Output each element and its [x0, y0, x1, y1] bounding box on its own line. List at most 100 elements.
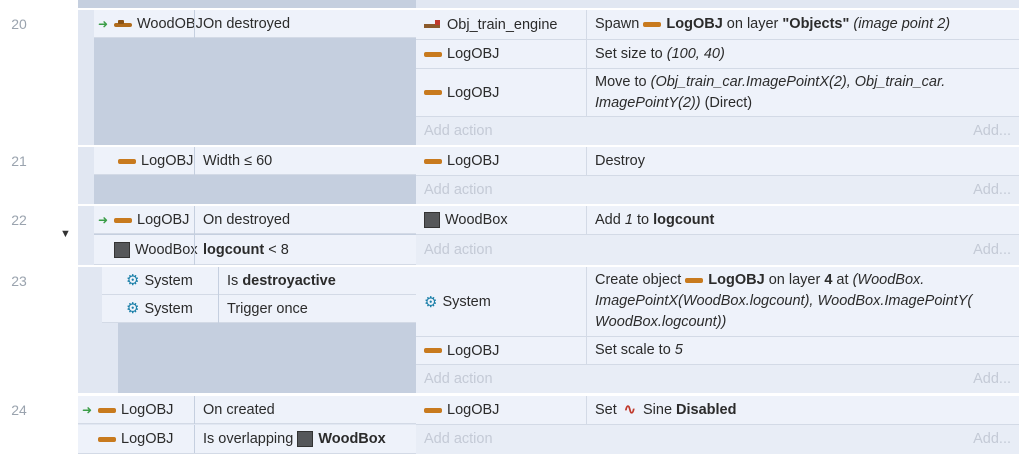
- condition-object[interactable]: LogOBJ: [98, 425, 173, 453]
- condition-object[interactable]: ⚙System: [126, 295, 193, 323]
- add-more-link[interactable]: Add...: [973, 123, 1011, 139]
- condition-text[interactable]: Trigger once: [218, 295, 416, 323]
- text-fragment: Is overlapping: [203, 431, 298, 447]
- action-row[interactable]: WoodBox Add 1 to logcount: [416, 206, 1019, 235]
- condition-row[interactable]: LogOBJ Is overlapping WoodBox: [78, 425, 416, 454]
- trigger-arrow-icon: ➜: [98, 17, 109, 31]
- condition-row[interactable]: WoodBox logcount < 8: [94, 235, 416, 265]
- text-fragment: Move to: [595, 73, 651, 90]
- text-fragment: destroyactive: [242, 273, 336, 289]
- add-action-link[interactable]: Add action: [424, 182, 493, 198]
- sine-icon: ∿: [623, 401, 636, 418]
- log-icon: [98, 436, 116, 442]
- add-action-row[interactable]: Add action Add...: [416, 425, 1019, 454]
- action-text[interactable]: Set size to (100, 40): [586, 40, 1019, 68]
- action-row[interactable]: LogOBJ Move to (Obj_train_car.ImagePoint…: [416, 69, 1019, 117]
- event-22[interactable]: 22 ▼ ➜LogOBJ On destroyed WoodBox logcou…: [0, 206, 1019, 265]
- action-object[interactable]: LogOBJ: [416, 396, 586, 424]
- event-20[interactable]: 20 ➜WoodOBJ On destroyed Obj_train_engin…: [0, 10, 1019, 145]
- condition-text[interactable]: On destroyed: [194, 206, 416, 234]
- condition-block[interactable]: ➜LogOBJ On destroyed WoodBox logcount < …: [94, 206, 416, 265]
- condition-text[interactable]: Width ≤ 60: [194, 147, 416, 175]
- action-block: Obj_train_engine Spawn LogOBJ on layer "…: [416, 10, 1019, 145]
- woodbox-icon: [114, 242, 130, 259]
- event-24[interactable]: 24 ➜LogOBJ On created LogOBJ Is overlapp…: [0, 396, 1019, 454]
- action-object[interactable]: LogOBJ: [416, 40, 586, 68]
- add-action-row[interactable]: Add action Add...: [416, 235, 1019, 265]
- log-icon: [424, 158, 442, 164]
- add-more-link[interactable]: Add...: [973, 431, 1011, 447]
- text-fragment: 5: [674, 342, 683, 358]
- gear-icon: ⚙: [126, 300, 140, 317]
- condition-object[interactable]: ⚙System: [126, 267, 193, 295]
- condition-row[interactable]: ⚙System Trigger once: [102, 295, 416, 323]
- action-row[interactable]: Obj_train_engine Spawn LogOBJ on layer "…: [416, 10, 1019, 40]
- condition-object[interactable]: ➜LogOBJ: [94, 206, 189, 234]
- action-object[interactable]: WoodBox: [416, 206, 586, 234]
- condition-block[interactable]: ➜LogOBJ On created LogOBJ Is overlapping…: [78, 396, 416, 454]
- condition-row[interactable]: ➜LogOBJ On destroyed: [94, 206, 416, 234]
- action-text[interactable]: Set ∿ Sine Disabled: [586, 396, 1019, 424]
- condition-row[interactable]: LogOBJ Width ≤ 60: [94, 147, 416, 175]
- text-fragment: (Direct): [700, 94, 753, 111]
- condition-object[interactable]: WoodBox: [114, 235, 198, 263]
- action-text[interactable]: Create object LogOBJ on layer 4 at (Wood…: [586, 267, 1019, 336]
- text-fragment: Destroy: [595, 152, 645, 169]
- condition-text[interactable]: Is overlapping WoodBox: [194, 425, 416, 453]
- action-text[interactable]: Spawn LogOBJ on layer "Objects" (image p…: [586, 10, 1019, 39]
- add-action-row[interactable]: Add action Add...: [416, 176, 1019, 204]
- action-text[interactable]: Move to (Obj_train_car.ImagePointX(2), O…: [586, 69, 1019, 116]
- condition-text[interactable]: On created: [194, 396, 416, 424]
- condition-text[interactable]: logcount < 8: [194, 235, 416, 265]
- add-action-row[interactable]: Add action Add...: [416, 365, 1019, 393]
- condition-object[interactable]: LogOBJ: [118, 147, 193, 175]
- text-fragment: Spawn: [595, 16, 644, 32]
- collapse-chevron-icon[interactable]: ▼: [60, 228, 71, 240]
- condition-object[interactable]: ➜WoodOBJ: [94, 10, 203, 38]
- action-object[interactable]: LogOBJ: [416, 69, 586, 116]
- action-block: LogOBJ Destroy Add action Add...: [416, 147, 1019, 204]
- action-row[interactable]: LogOBJ Set scale to 5: [416, 337, 1019, 365]
- gear-icon: ⚙: [424, 293, 438, 311]
- event-23[interactable]: 23 ⚙System Is destroyactive ⚙System Trig…: [0, 267, 1019, 393]
- action-text[interactable]: Add 1 to logcount: [586, 206, 1019, 234]
- text-fragment: Add: [595, 211, 625, 228]
- log-icon: [118, 158, 136, 164]
- condition-row[interactable]: ➜LogOBJ On created: [78, 396, 416, 424]
- condition-row[interactable]: ⚙System Is destroyactive: [102, 267, 416, 295]
- condition-object[interactable]: ➜LogOBJ: [78, 396, 173, 424]
- condition-row[interactable]: ➜WoodOBJ On destroyed: [94, 10, 416, 38]
- event-number: 21: [11, 153, 27, 169]
- condition-text[interactable]: Is destroyactive: [218, 267, 416, 295]
- action-text[interactable]: Destroy: [586, 147, 1019, 175]
- event-21[interactable]: 21 LogOBJ Width ≤ 60 LogOBJ Destroy Add …: [0, 147, 1019, 204]
- action-object[interactable]: LogOBJ: [416, 147, 586, 175]
- add-action-link[interactable]: Add action: [424, 123, 493, 139]
- add-action-link[interactable]: Add action: [424, 242, 493, 258]
- action-object[interactable]: LogOBJ: [416, 337, 586, 364]
- add-action-link[interactable]: Add action: [424, 371, 493, 387]
- condition-text[interactable]: On destroyed: [194, 10, 416, 38]
- action-row[interactable]: ⚙System Create object LogOBJ on layer 4 …: [416, 267, 1019, 337]
- log-icon: [98, 407, 116, 413]
- add-more-link[interactable]: Add...: [973, 182, 1011, 198]
- add-action-link[interactable]: Add action: [424, 431, 493, 447]
- text-fragment: Set size to: [595, 45, 667, 62]
- action-row[interactable]: LogOBJ Set ∿ Sine Disabled: [416, 396, 1019, 425]
- condition-block[interactable]: LogOBJ Width ≤ 60: [94, 147, 416, 204]
- previous-event-body: [78, 0, 416, 8]
- action-object[interactable]: ⚙System: [424, 293, 491, 311]
- text-fragment: at: [832, 272, 853, 288]
- trigger-arrow-icon: ➜: [82, 403, 93, 417]
- action-block: LogOBJ Set ∿ Sine Disabled Add action Ad…: [416, 396, 1019, 454]
- condition-block[interactable]: ➜WoodOBJ On destroyed: [94, 10, 416, 145]
- add-action-row[interactable]: Add action Add...: [416, 117, 1019, 145]
- add-more-link[interactable]: Add...: [973, 371, 1011, 387]
- action-row[interactable]: LogOBJ Destroy: [416, 147, 1019, 176]
- action-object[interactable]: Obj_train_engine: [416, 10, 586, 39]
- add-more-link[interactable]: Add...: [973, 242, 1011, 258]
- action-text[interactable]: Set scale to 5: [586, 337, 1019, 364]
- action-row[interactable]: LogOBJ Set size to (100, 40): [416, 40, 1019, 69]
- train-icon: [424, 19, 442, 30]
- condition-block[interactable]: ⚙System Is destroyactive ⚙System Trigger…: [102, 267, 416, 393]
